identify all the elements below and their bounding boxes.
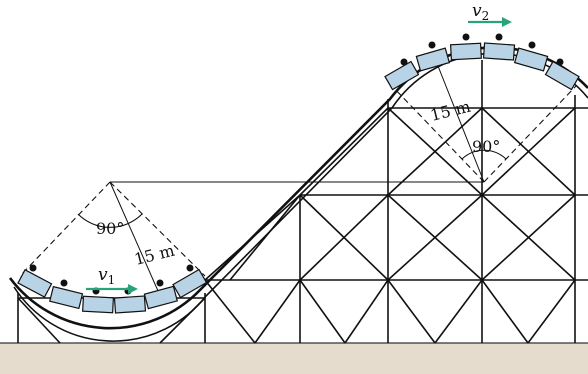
upper-cars bbox=[384, 33, 580, 91]
angle-label-high: 90° bbox=[472, 137, 500, 156]
car bbox=[449, 42, 482, 61]
car bbox=[513, 47, 549, 72]
car bbox=[415, 47, 451, 72]
ground bbox=[0, 343, 588, 374]
radius-label-low: 15 m bbox=[132, 241, 176, 269]
car bbox=[49, 285, 84, 310]
car bbox=[82, 295, 115, 314]
car bbox=[384, 60, 420, 91]
radius-label-high: 15 m bbox=[428, 97, 472, 125]
v2-label: v2 bbox=[472, 1, 489, 23]
car bbox=[482, 42, 516, 61]
velocity-arrow-v1 bbox=[86, 284, 138, 294]
angle-label-low: 90° bbox=[96, 219, 124, 238]
car bbox=[113, 295, 147, 314]
riders bbox=[400, 33, 564, 66]
lower-cars bbox=[17, 264, 208, 314]
car bbox=[17, 268, 53, 298]
car bbox=[544, 60, 580, 91]
car bbox=[143, 285, 179, 310]
v1-label: v1 bbox=[98, 265, 115, 287]
car bbox=[172, 268, 208, 299]
geometry-lines bbox=[19, 65, 577, 301]
velocity-arrow-v2 bbox=[468, 17, 512, 27]
